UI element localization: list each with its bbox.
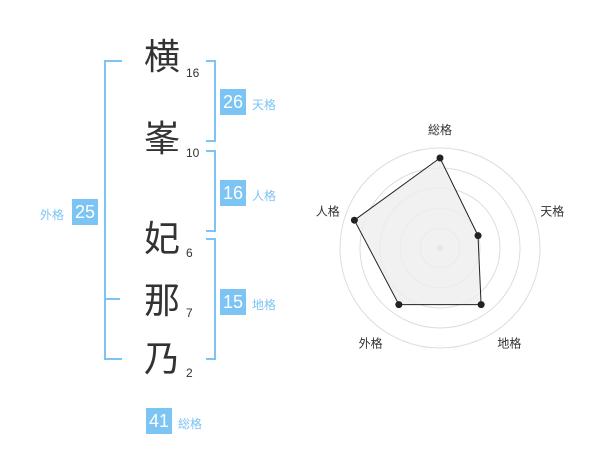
soukaku-badge: 41: [146, 408, 172, 434]
stroke-count-1: 16: [186, 66, 200, 80]
tenkaku-badge: 26: [220, 89, 246, 115]
chikaku-badge: 15: [220, 289, 246, 315]
radar-point-5: [350, 216, 358, 224]
radar-axis-label-4: 外格: [359, 335, 383, 350]
radar-point-2: [474, 232, 482, 240]
jinkaku-bracket: [206, 150, 216, 232]
gaikaku-badge: 25: [72, 199, 98, 225]
radar-area: [353, 157, 482, 306]
radar-axis-label-1: 総格: [428, 122, 452, 137]
soukaku-label: 総格: [178, 417, 203, 431]
radar-axis-label-5: 人格: [316, 204, 340, 219]
stroke-count-3: 6: [186, 246, 193, 260]
jinkaku-label: 人格: [252, 189, 277, 203]
radar-point-3: [477, 301, 485, 309]
radar-point-1: [436, 154, 444, 162]
stroke-count-2: 10: [186, 146, 200, 160]
tenkaku-bracket: [206, 60, 216, 142]
name-char-5: 乃: [143, 339, 180, 380]
radar-point-4: [395, 301, 403, 309]
chikaku-label: 地格: [252, 298, 277, 312]
stroke-count-5: 2: [186, 366, 193, 380]
gaikaku-bracket: [104, 60, 122, 360]
name-char-1: 横: [143, 37, 180, 78]
tenkaku-label: 天格: [252, 98, 277, 112]
radar-axis-label-2: 天格: [540, 204, 564, 219]
chikaku-bracket: [206, 238, 216, 360]
stroke-count-4: 7: [186, 306, 193, 320]
gaikaku-label: 外格: [40, 208, 65, 222]
name-char-3: 妃: [143, 219, 180, 260]
radar-ring-5: [339, 147, 541, 349]
name-char-4: 那: [143, 281, 180, 322]
jinkaku-badge: 16: [220, 180, 246, 206]
gaikaku-bracket-tick: [104, 298, 120, 300]
name-char-2: 峯: [143, 119, 180, 160]
radar-axis-label-3: 地格: [497, 335, 521, 350]
